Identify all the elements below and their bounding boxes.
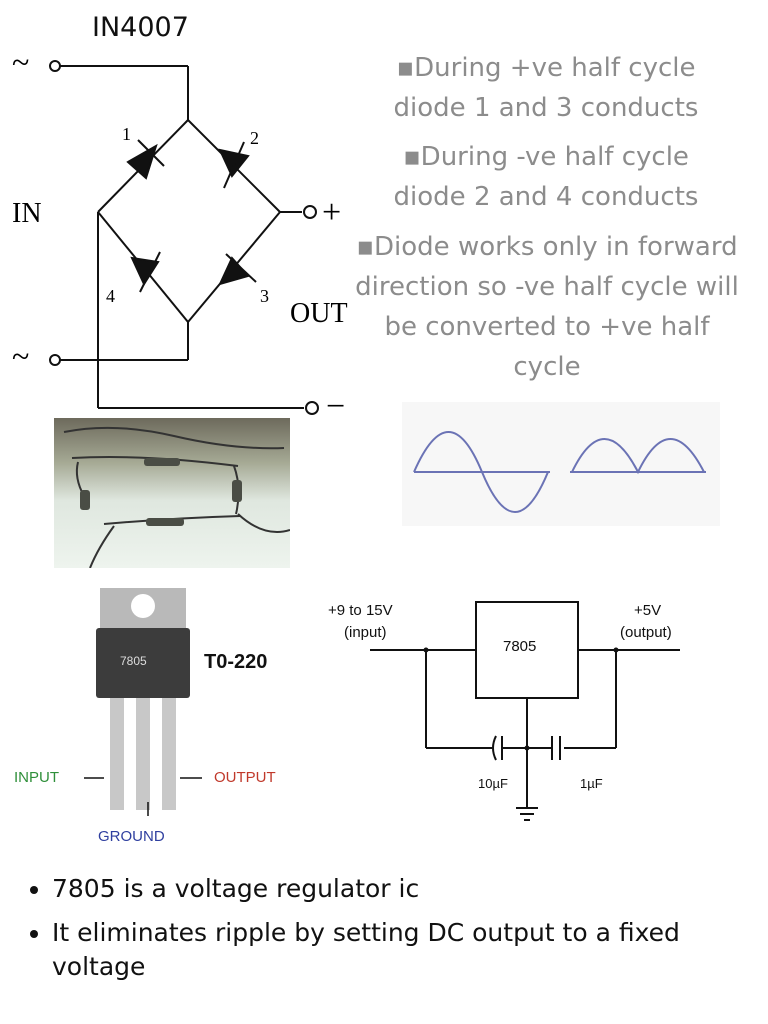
capacitor-2-label: 1µF	[580, 776, 603, 791]
diode-number-1: 1	[122, 124, 131, 144]
out-label: OUT	[290, 298, 348, 329]
note-positive-cycle: ▪During +ve half cycle diode 1 and 3 con…	[393, 53, 699, 123]
ac-symbol-bottom: ~	[12, 338, 30, 374]
input-note-label: (input)	[344, 624, 387, 641]
in-label: IN	[12, 198, 42, 229]
output-note-label: (output)	[620, 624, 672, 641]
minus-label: −	[326, 388, 346, 425]
ac-symbol-top: ~	[12, 44, 30, 80]
bridge-title: IN4007	[92, 12, 189, 43]
package-label: T0-220	[204, 651, 268, 673]
diode-1	[126, 143, 158, 180]
ground-pin-label: GROUND	[98, 828, 165, 845]
bridge-rectifier-diagram	[49, 60, 319, 415]
ic-marking: 7805	[120, 654, 147, 668]
output-voltage-label: +5V	[634, 602, 662, 619]
ac-sine-wave	[413, 431, 549, 513]
diode-number-2: 2	[250, 128, 259, 148]
note-forward-direction: ▪Diode works only in forward direction s…	[355, 232, 739, 382]
ic-7805-package	[96, 588, 190, 810]
diode-4	[130, 256, 160, 287]
input-voltage-label: +9 to 15V	[328, 602, 393, 619]
note-negative-cycle: ▪During -ve half cycle diode 2 and 4 con…	[393, 142, 699, 212]
summary-list: 7805 is a voltage regulator ic It elimin…	[26, 872, 752, 994]
pin-arrows	[84, 777, 202, 816]
plus-label: +	[322, 194, 342, 231]
input-pin-label: INPUT	[14, 769, 59, 786]
regulator-chip-label: 7805	[503, 638, 537, 655]
rectified-wave	[571, 438, 705, 475]
regulator-circuit	[370, 601, 680, 821]
bridge-photo	[54, 418, 290, 568]
summary-item: It eliminates ripple by setting DC outpu…	[52, 916, 752, 984]
waveform-panel	[402, 402, 720, 526]
output-pin-label: OUTPUT	[214, 769, 276, 786]
diode-number-3: 3	[260, 286, 269, 306]
capacitor-1-label: 10µF	[478, 776, 508, 791]
diode-number-4: 4	[106, 286, 115, 306]
summary-item: 7805 is a voltage regulator ic	[52, 872, 752, 906]
